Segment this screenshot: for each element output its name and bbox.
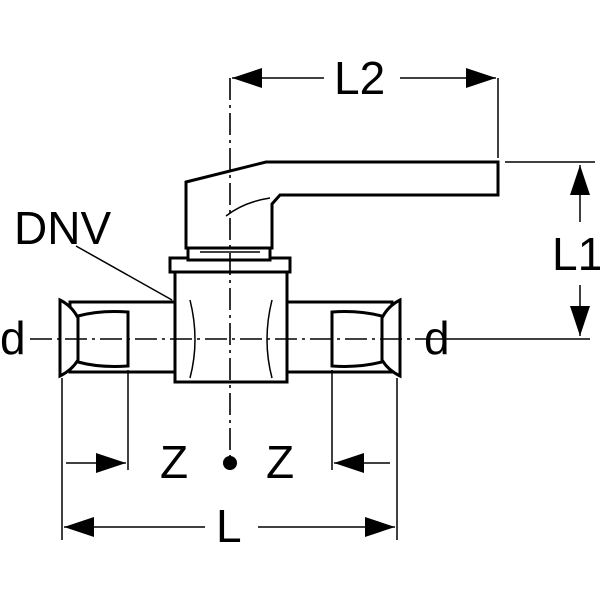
l2-arrow-right: [466, 68, 496, 88]
label-l1: L1: [552, 228, 600, 280]
label-dnv: DNV: [14, 202, 111, 254]
l2-arrow-left: [232, 68, 262, 88]
left-fitting-collar: [58, 297, 80, 379]
label-d-left: d: [0, 312, 26, 364]
center-dot: [223, 456, 237, 470]
z-right-arrow: [334, 453, 364, 473]
l-arrow-left: [64, 517, 94, 537]
valve-stem-collar: [186, 246, 272, 262]
l-arrow-right: [365, 517, 395, 537]
l1-arrow-bottom: [570, 306, 590, 336]
right-fitting-collar: [380, 297, 402, 379]
handle-lever: [184, 160, 500, 250]
label-d-right: d: [424, 312, 450, 364]
label-z-left: Z: [160, 436, 188, 488]
label-l: L: [216, 500, 242, 552]
label-z-right: Z: [266, 436, 294, 488]
handle-curve: [225, 197, 271, 217]
valve-center-body: [173, 266, 289, 384]
z-left-arrow: [96, 453, 126, 473]
body-contour-left: [189, 299, 196, 379]
l1-arrow-top: [570, 165, 590, 195]
valve-body-group: [58, 160, 500, 384]
label-l2: L2: [334, 52, 385, 104]
dnv-leader: [75, 245, 173, 301]
